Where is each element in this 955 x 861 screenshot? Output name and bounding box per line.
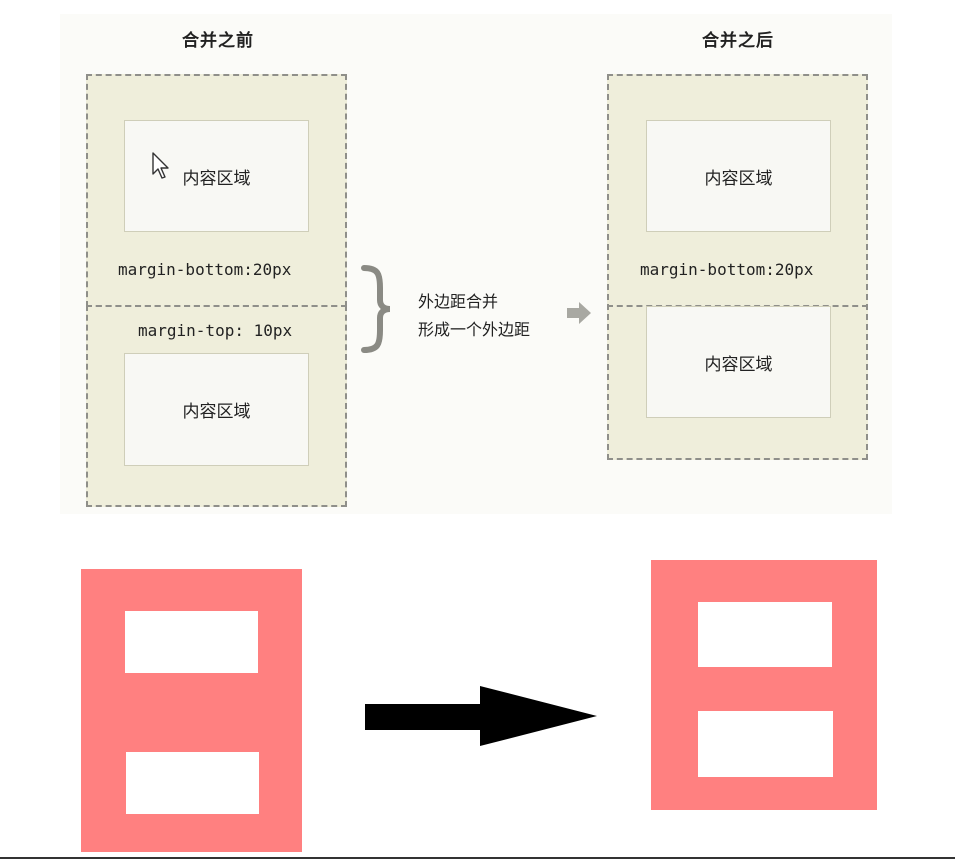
- before-inner-box-1: [125, 611, 258, 673]
- mouse-cursor-icon: [152, 152, 169, 179]
- before-heading: 合并之前: [182, 31, 254, 51]
- curly-brace-icon: [361, 265, 391, 353]
- content-area-label: 内容区域: [182, 402, 251, 422]
- before-margin-bottom-label: margin-bottom:20px: [118, 260, 292, 279]
- after-heading: 合并之后: [702, 31, 774, 51]
- right-arrow-icon: [365, 686, 597, 746]
- content-area-label: 内容区域: [182, 168, 251, 189]
- before-margin-top-label: margin-top: 10px: [138, 321, 293, 340]
- after-inner-box-1: [698, 602, 832, 667]
- content-area-label: 内容区域: [704, 354, 773, 375]
- after-content-area-1: 内容区域: [646, 120, 831, 232]
- note-line-2: 形成一个外边距: [418, 320, 531, 339]
- margin-collapse-note: 外边距合并 形成一个外边距: [418, 288, 530, 344]
- before-content-area-1: 内容区域: [124, 120, 309, 232]
- after-inner-box-2: [698, 711, 833, 777]
- right-arrow-icon: [567, 302, 591, 324]
- note-line-1: 外边距合并: [418, 292, 499, 311]
- before-content-area-2: 内容区域: [124, 353, 309, 466]
- before-inner-box-2: [126, 752, 259, 814]
- before-divider: [86, 305, 347, 307]
- content-area-label: 内容区域: [704, 168, 773, 189]
- bottom-border-line: [0, 857, 955, 859]
- after-content-area-2: 内容区域: [646, 306, 831, 418]
- after-margin-bottom-label: margin-bottom:20px: [640, 260, 814, 279]
